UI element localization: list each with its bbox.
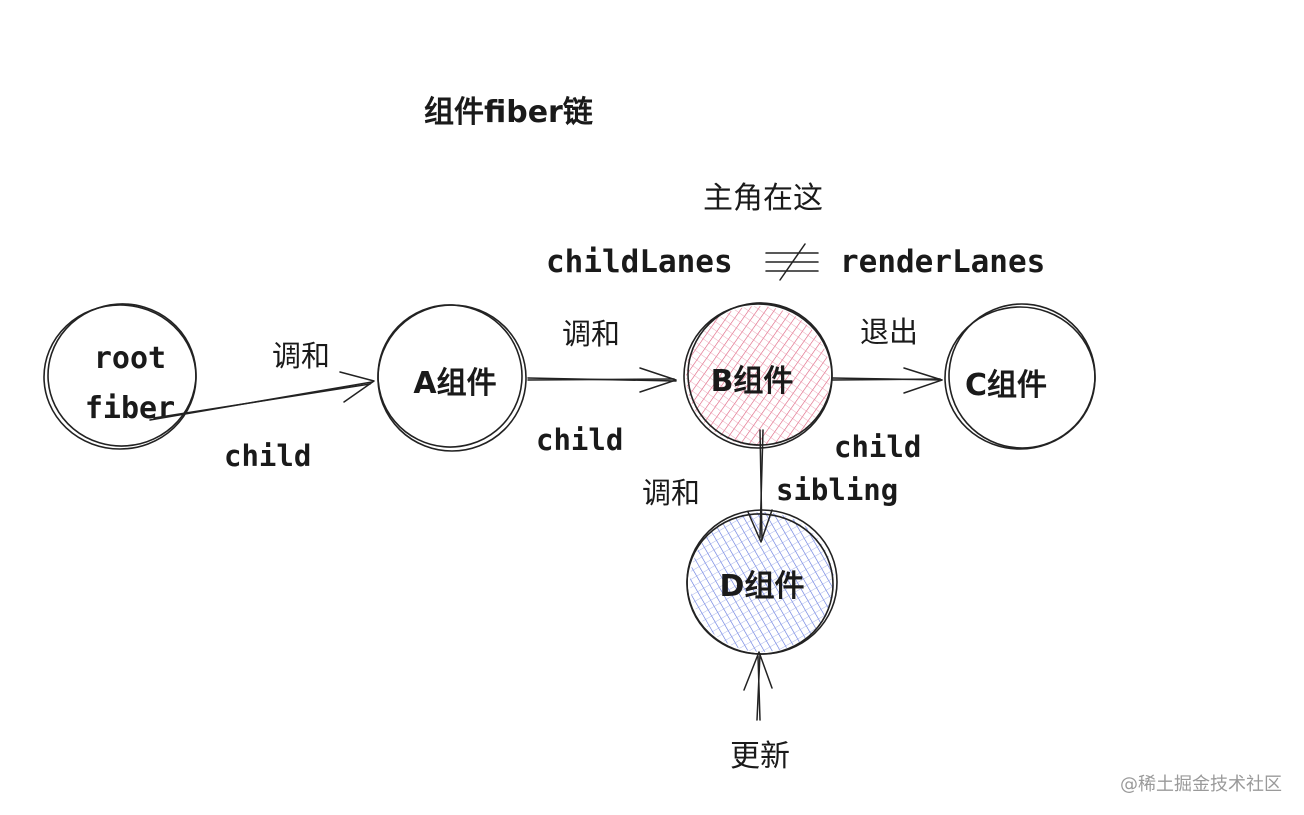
- root-fiber-label-line1: root: [94, 341, 166, 376]
- node-b-label: B组件: [711, 364, 794, 399]
- edge-root-to-a-bottom-label: child: [224, 439, 311, 473]
- node-a-label: A组件: [413, 366, 496, 401]
- edge-b-to-c-top-label: 退出: [860, 315, 918, 349]
- update-arrow: [743, 651, 773, 721]
- node-d-label: D组件: [720, 569, 805, 604]
- node-c-label: C组件: [965, 368, 1047, 403]
- edge-b-to-d: [747, 429, 773, 543]
- watermark: @稀土掘金技术社区: [1120, 774, 1282, 795]
- root-fiber-label-line2: fiber: [85, 391, 175, 426]
- edge-b-to-c: [831, 367, 943, 394]
- edge-a-to-b-bottom-label: child: [536, 423, 623, 457]
- node-c: C组件: [944, 303, 1096, 450]
- update-label: 更新: [730, 739, 790, 774]
- edge-b-to-c-child-label: child: [834, 430, 921, 464]
- edge-root-to-a-top-label: 调和: [272, 339, 330, 373]
- edge-a-to-b: [527, 367, 677, 393]
- node-a: A组件: [377, 304, 527, 452]
- edge-root-to-a: [149, 371, 375, 421]
- highlight-caption: 主角在这: [703, 181, 823, 216]
- render-lanes-text: renderLanes: [840, 244, 1045, 280]
- diagram-title: 组件fiber链: [424, 95, 593, 130]
- node-b: B组件: [683, 302, 833, 449]
- edge-b-to-c-sibling-label: sibling: [776, 473, 898, 507]
- not-equal-sign: [765, 243, 819, 281]
- edge-a-to-b-top-label: 调和: [562, 317, 620, 351]
- child-lanes-text: childLanes: [546, 244, 733, 280]
- edge-b-to-d-label: 调和: [642, 476, 700, 510]
- node-root-fiber: root fiber: [43, 303, 197, 450]
